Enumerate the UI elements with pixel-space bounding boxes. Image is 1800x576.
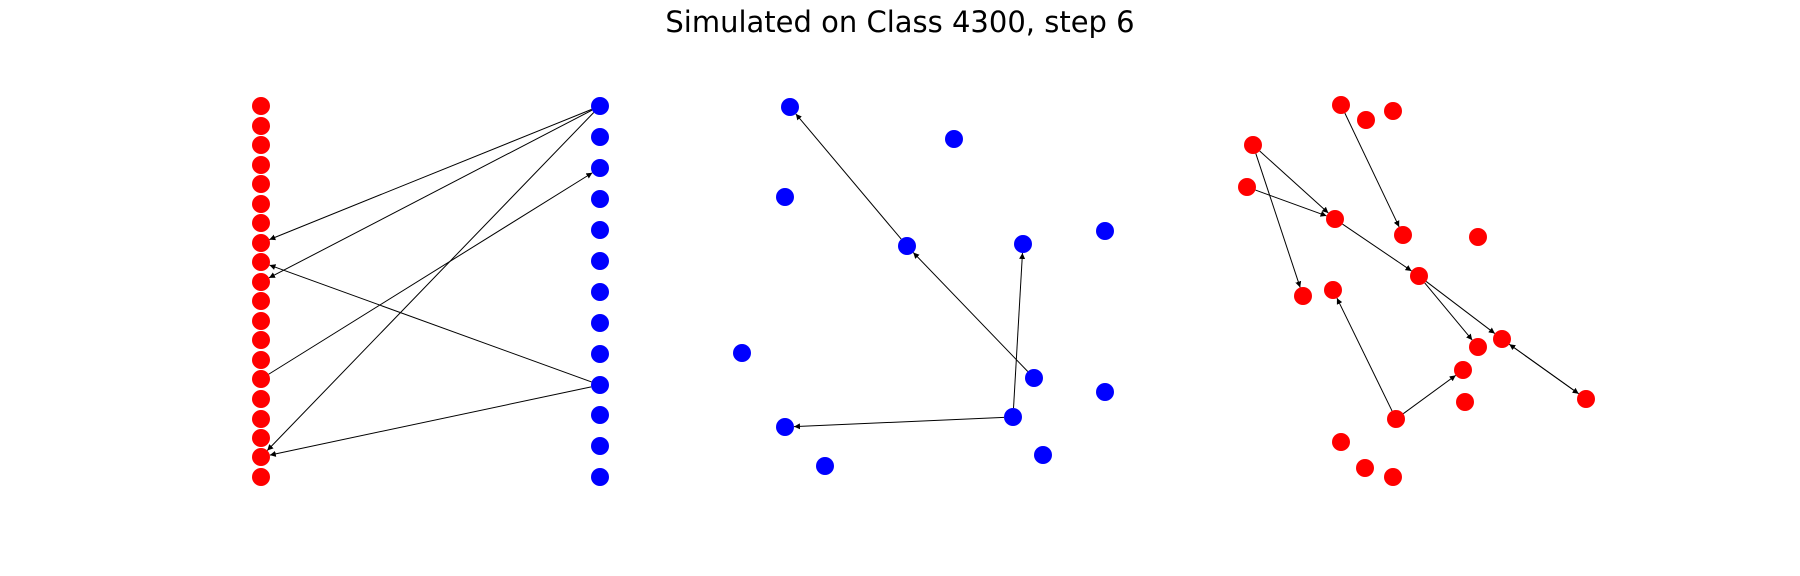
red-graph-panel-edge-r-a-to-r-h xyxy=(1255,153,1302,288)
node-blue-9 xyxy=(591,345,609,363)
node-red-20 xyxy=(252,468,270,486)
node-red-7 xyxy=(252,214,270,232)
node-red-6 xyxy=(252,195,270,213)
node-blue-12 xyxy=(591,437,609,455)
blue-graph-panel-edge-b-bottom-to-b-mid-right xyxy=(1013,252,1026,409)
node-r-b xyxy=(1238,178,1256,196)
bipartite-panel-edge-red-15-to-blue-3 xyxy=(268,172,593,375)
node-r-h xyxy=(1294,287,1312,305)
node-b-mid-right xyxy=(1014,235,1032,253)
bipartite-panel-edge-blue-1-to-red-8 xyxy=(269,108,592,241)
node-b-top-left xyxy=(781,98,799,116)
node-r-a xyxy=(1244,136,1262,154)
node-r-d xyxy=(1394,226,1412,244)
node-blue-11 xyxy=(591,406,609,424)
blue-graph-panel-edge-b-right-a-to-b-mid xyxy=(912,252,1029,372)
node-r-top2 xyxy=(1357,111,1375,129)
node-r-q xyxy=(1332,433,1350,451)
node-blue-1 xyxy=(591,97,609,115)
node-b-left-a xyxy=(776,188,794,206)
red-graph-panel-edge-r-b-to-r-c xyxy=(1255,189,1327,217)
node-blue-8 xyxy=(591,314,609,332)
blue-graph-panel-edge-b-bottom-to-b-lower-left xyxy=(793,416,1005,430)
node-blue-3 xyxy=(591,159,609,177)
node-red-14 xyxy=(252,351,270,369)
bipartite-panel-edge-blue-1-to-red-10 xyxy=(268,109,593,279)
red-graph-panel-edge-r-e-to-r-j xyxy=(1425,281,1496,334)
nodes-layer xyxy=(252,96,1595,486)
node-b-far-right-b xyxy=(1096,383,1114,401)
node-r-m xyxy=(1387,410,1405,428)
node-blue-4 xyxy=(591,190,609,208)
node-red-16 xyxy=(252,390,270,408)
node-red-11 xyxy=(252,292,270,310)
chart-title: Simulated on Class 4300, step 6 xyxy=(665,5,1135,39)
node-red-13 xyxy=(252,331,270,349)
node-r-far xyxy=(1469,228,1487,246)
node-blue-13 xyxy=(591,468,609,486)
red-graph-panel-edge-r-m-to-r-i xyxy=(1336,297,1393,412)
node-r-k xyxy=(1469,338,1487,356)
node-r-n xyxy=(1577,390,1595,408)
red-graph-panel-edge-r-m-to-r-l xyxy=(1402,374,1457,415)
node-r-top xyxy=(1332,96,1350,114)
red-graph-panel-edge-r-e-to-r-k xyxy=(1424,282,1473,341)
node-r-j xyxy=(1493,330,1511,348)
node-blue-7 xyxy=(591,283,609,301)
node-red-12 xyxy=(252,312,270,330)
bipartite-panel-edge-blue-10-to-red-19 xyxy=(269,386,592,457)
bipartite-panel-edge-blue-1-to-red-19 xyxy=(266,112,595,451)
node-blue-10 xyxy=(591,376,609,394)
bipartite-panel-edge-blue-10-to-red-9 xyxy=(269,264,592,383)
node-red-5 xyxy=(252,175,270,193)
node-red-3 xyxy=(252,136,270,154)
node-r-e xyxy=(1410,267,1428,285)
node-b-right-a xyxy=(1025,369,1043,387)
node-red-9 xyxy=(252,253,270,271)
node-r-l xyxy=(1454,361,1472,379)
node-b-lower-left xyxy=(776,418,794,436)
node-b-bottom xyxy=(1004,408,1022,426)
node-r-i xyxy=(1324,281,1342,299)
node-r-c xyxy=(1326,210,1344,228)
red-graph-panel-edge-r-top-to-r-d xyxy=(1344,112,1400,228)
node-blue-2 xyxy=(591,128,609,146)
node-red-17 xyxy=(252,410,270,428)
node-b-mid xyxy=(898,237,916,255)
node-red-19 xyxy=(252,448,270,466)
node-red-10 xyxy=(252,273,270,291)
node-b-top-mid xyxy=(945,130,963,148)
node-b-bottom-right xyxy=(1034,446,1052,464)
node-r-top3 xyxy=(1384,102,1402,120)
node-blue-5 xyxy=(591,221,609,239)
node-r-p xyxy=(1456,393,1474,411)
edges-layer xyxy=(266,108,1579,457)
node-b-far-left xyxy=(733,344,751,362)
node-red-8 xyxy=(252,234,270,252)
red-graph-panel-edge-r-n-to-r-j xyxy=(1509,343,1579,395)
red-graph-panel-edge-r-c-to-r-e xyxy=(1342,223,1412,272)
node-red-2 xyxy=(252,117,270,135)
node-b-bottom-left xyxy=(816,457,834,475)
red-graph-panel-edge-r-a-to-r-c xyxy=(1259,150,1329,214)
node-r-s xyxy=(1356,459,1374,477)
node-blue-6 xyxy=(591,252,609,270)
node-red-18 xyxy=(252,429,270,447)
node-red-4 xyxy=(252,156,270,174)
node-b-far-right-a xyxy=(1096,222,1114,240)
node-r-t xyxy=(1384,468,1402,486)
blue-graph-panel-edge-b-mid-to-b-top-left xyxy=(795,113,902,240)
node-red-1 xyxy=(252,97,270,115)
node-red-15 xyxy=(252,370,270,388)
